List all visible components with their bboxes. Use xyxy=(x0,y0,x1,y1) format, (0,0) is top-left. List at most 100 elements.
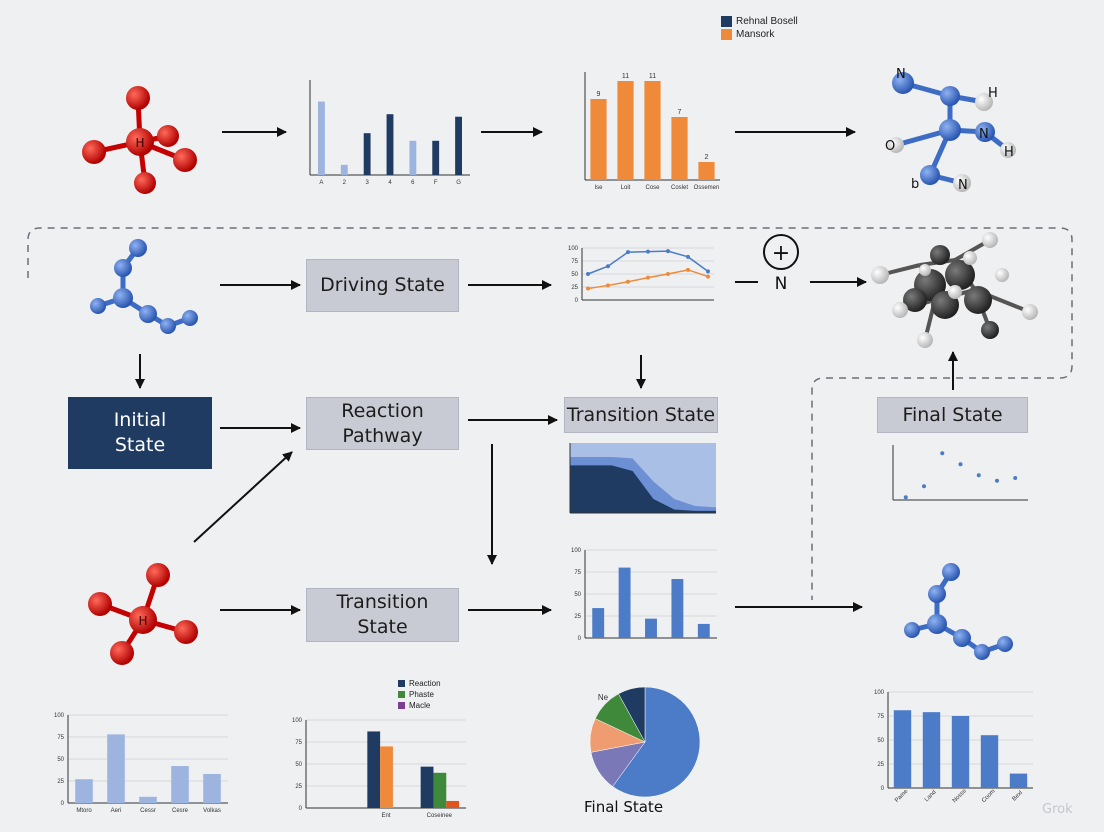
svg-text:H: H xyxy=(135,136,144,150)
bar xyxy=(318,101,325,175)
bar xyxy=(592,608,605,638)
final-state-label: Final State xyxy=(902,403,1003,426)
bar xyxy=(590,99,607,180)
tick-label: Nosss xyxy=(952,788,968,804)
data-point xyxy=(686,267,690,272)
tick-label: Cose xyxy=(645,185,660,191)
bar xyxy=(644,81,661,180)
tick-label: 3 xyxy=(365,180,369,186)
transition-state-lower-line2: State xyxy=(357,616,408,638)
data-label: 9 xyxy=(597,91,601,98)
data-label: 2 xyxy=(705,154,709,161)
data-point xyxy=(903,495,908,500)
data-point xyxy=(686,254,690,259)
tick-label: Cesre xyxy=(172,808,189,814)
molecular-cluster xyxy=(871,232,1038,348)
legend-top-orange: Rehnal Bosell Mansork xyxy=(721,16,798,42)
data-point xyxy=(666,272,670,276)
tick-label: 0 xyxy=(575,298,579,304)
svg-text:b: b xyxy=(911,177,919,192)
tick-label: 2 xyxy=(343,180,347,186)
bar xyxy=(455,116,462,175)
data-point xyxy=(606,283,610,288)
tick-label: Coseinee xyxy=(427,813,453,819)
bar xyxy=(980,735,999,788)
tick-label: 50 xyxy=(571,272,578,278)
final-state-box: Final State xyxy=(877,397,1028,433)
bar xyxy=(75,779,93,803)
data-point xyxy=(666,249,670,254)
bar xyxy=(380,746,393,808)
tick-label: 25 xyxy=(574,614,581,620)
legend-item: Macle xyxy=(398,701,441,710)
legend-bottom-grouped: Reaction Phaste Macle xyxy=(398,679,441,712)
tick-label: 25 xyxy=(571,285,578,291)
plus-operator: + N xyxy=(763,234,799,294)
tick-label: Ise xyxy=(594,185,603,191)
chart-area-transition xyxy=(569,443,716,514)
bar xyxy=(107,734,125,803)
svg-text:H: H xyxy=(138,614,147,628)
data-point xyxy=(1013,476,1018,480)
data-point xyxy=(940,451,945,456)
tick-label: 100 xyxy=(54,713,65,719)
legend-item: Reaction xyxy=(398,679,441,688)
bar xyxy=(420,766,434,808)
arrow-diagonal-to-pathway xyxy=(193,451,293,543)
plus-symbol: + xyxy=(772,241,790,266)
tick-label: Coom xyxy=(981,789,997,805)
tick-label: 0 xyxy=(881,786,885,792)
bar xyxy=(893,710,912,788)
bar xyxy=(203,773,221,803)
tick-label: 0 xyxy=(578,636,582,642)
bar xyxy=(951,716,970,788)
tick-label: 75 xyxy=(877,714,884,720)
data-label: 11 xyxy=(622,73,629,80)
red-molecule-bottom: H xyxy=(88,563,198,665)
watermark: Grok xyxy=(1042,802,1073,817)
initial-state-label-line1: Initial xyxy=(113,409,167,432)
tick-label: 0 xyxy=(299,806,303,812)
data-point xyxy=(626,250,630,255)
pie-label: Ne xyxy=(598,693,609,702)
tick-label: 75 xyxy=(574,570,581,576)
tick-label: 4 xyxy=(388,180,392,186)
bar xyxy=(340,164,348,175)
tick-label: Aeri xyxy=(111,808,122,814)
bar xyxy=(645,618,657,638)
tick-label: Cessr xyxy=(140,808,156,814)
transition-state-lower-box: Transition State xyxy=(306,588,459,642)
final-state-caption: Final State xyxy=(584,798,664,816)
tick-label: Volkas xyxy=(203,808,221,814)
bar xyxy=(409,140,417,175)
blue-molecule-bottom-right xyxy=(904,563,1013,660)
data-point xyxy=(586,286,590,291)
transition-state-lower-line1: Transition xyxy=(336,591,429,614)
tick-label: 50 xyxy=(877,738,884,744)
transition-state-top-label: Transition State xyxy=(566,403,716,426)
data-point xyxy=(922,484,927,489)
initial-state-box: Initial State xyxy=(68,397,212,469)
tick-label: 100 xyxy=(292,718,303,724)
tick-label: Ent xyxy=(381,813,390,819)
bar xyxy=(697,623,710,638)
svg-text:O: O xyxy=(885,139,895,154)
data-point xyxy=(706,269,710,274)
data-point xyxy=(976,473,981,478)
bar xyxy=(617,81,634,180)
tick-label: 25 xyxy=(877,762,884,768)
tick-label: 50 xyxy=(574,592,581,598)
svg-text:N: N xyxy=(896,67,906,82)
area-series xyxy=(570,465,716,513)
tick-label: Bexl xyxy=(1012,790,1024,802)
bar xyxy=(367,731,381,808)
data-point xyxy=(646,249,650,254)
data-point xyxy=(706,274,710,279)
bar xyxy=(386,114,394,175)
operator-label: N xyxy=(775,274,788,294)
